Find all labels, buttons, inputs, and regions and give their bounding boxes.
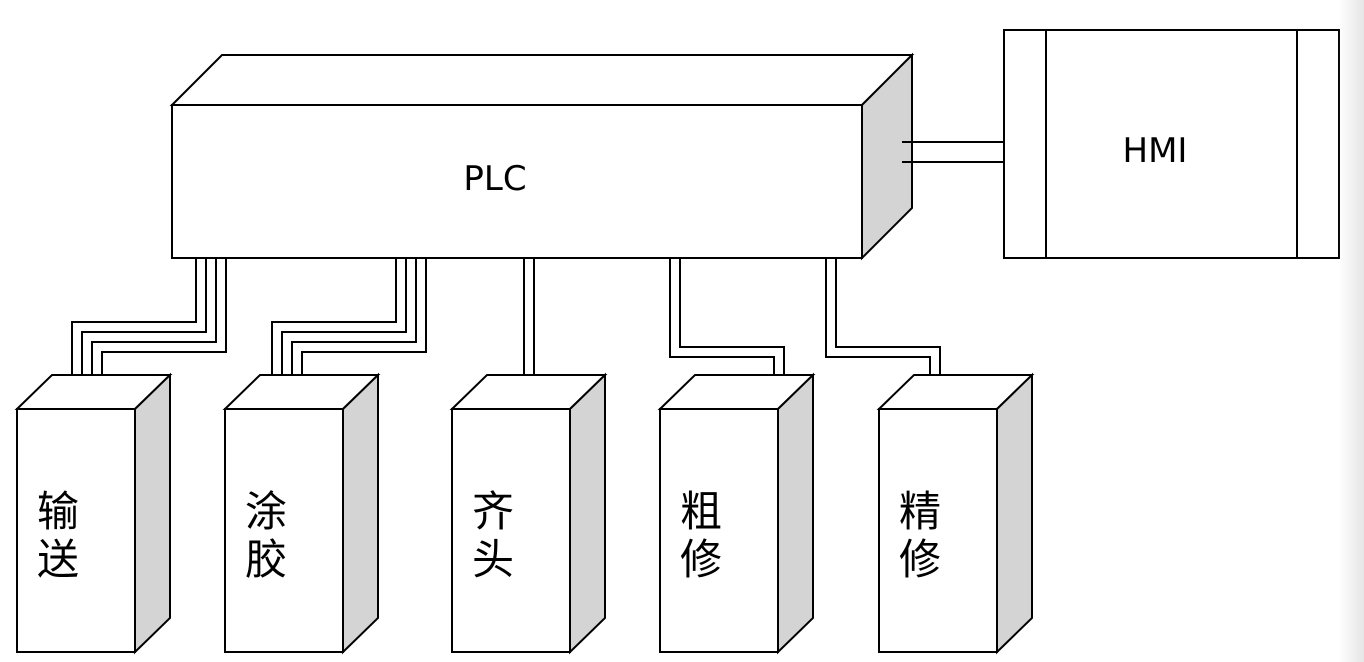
module-label-line1: 精 [899, 487, 941, 536]
wire [669, 258, 775, 385]
module-rough-trim: 粗 修 [657, 372, 816, 655]
module-fine-trim: 精 修 [876, 372, 1035, 655]
wires-rough-trim [669, 258, 785, 385]
wire [835, 258, 941, 385]
page-edge-shadow [1338, 0, 1364, 662]
module-label-line2: 送 [37, 535, 79, 584]
module-front-face [451, 408, 571, 653]
module-side-face [777, 372, 814, 655]
module-front-face [224, 408, 344, 653]
module-label-line1: 涂 [245, 487, 287, 536]
module-label-line2: 头 [472, 535, 514, 584]
hmi-block: HMI [1003, 29, 1340, 259]
plc-top-face [169, 54, 915, 106]
module-label-line2: 修 [899, 535, 941, 584]
wire [679, 258, 785, 385]
wire [301, 258, 427, 385]
wire [825, 258, 931, 385]
wires-fine-trim [825, 258, 941, 385]
module-side-face [342, 372, 379, 655]
module-aligning: 齐 头 [449, 372, 608, 655]
module-side-face [569, 372, 606, 655]
module-label-line1: 输 [37, 487, 79, 536]
wire [271, 258, 397, 385]
module-gluing: 涂 胶 [222, 372, 381, 655]
plc-hmi-link [902, 141, 1018, 163]
hmi-label: HMI [1123, 131, 1188, 171]
plc-label: PLC [463, 159, 526, 199]
module-label-line1: 粗 [680, 487, 722, 536]
wire [281, 258, 407, 385]
plc-front-face [171, 104, 863, 259]
module-side-face [996, 372, 1033, 655]
module-front-face [16, 408, 136, 653]
module-front-face [878, 408, 998, 653]
wires-aligning [523, 258, 535, 385]
wire [91, 258, 217, 385]
module-front-face [659, 408, 779, 653]
module-label-line2: 胶 [245, 535, 287, 584]
wire [81, 258, 207, 385]
wire [71, 258, 197, 385]
module-label-line1: 齐 [472, 487, 514, 536]
wires-gluing [271, 258, 427, 385]
module-side-face [134, 372, 171, 655]
module-label-line2: 修 [680, 535, 722, 584]
module-conveyor: 输 送 [14, 372, 173, 655]
wire [291, 258, 417, 385]
wires-conveyor [71, 258, 227, 385]
plc-block: PLC [169, 52, 915, 261]
wire [101, 258, 227, 385]
